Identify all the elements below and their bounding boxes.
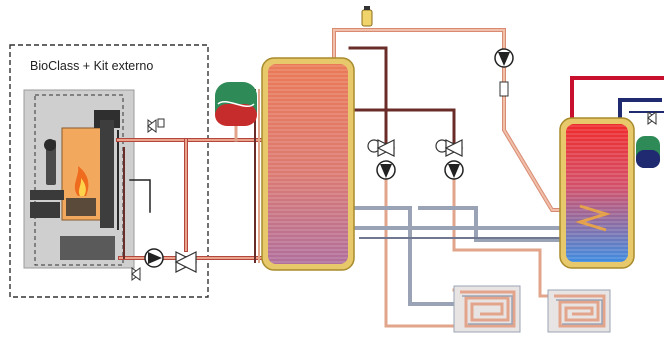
pump-mix-1 [376, 160, 396, 180]
coil [574, 204, 612, 232]
pump-boiler-loop [144, 248, 164, 268]
bypass-valve [174, 251, 198, 273]
buffer-tank [261, 57, 355, 271]
expansion-vessel-left [215, 82, 257, 126]
kit-label: BioClass + Kit externo [30, 59, 153, 73]
mixing-valve-2 [435, 139, 464, 157]
underfloor-panel-2 [547, 289, 611, 333]
pump-top-circuit [494, 48, 514, 97]
underfloor-panel-1 [453, 285, 521, 333]
mixing-valve-1 [367, 139, 396, 157]
kit-box: BioClass + Kit externo [9, 44, 209, 298]
boiler [23, 89, 135, 269]
expansion-vessel-right [636, 136, 660, 168]
safety-valve-icon [147, 118, 165, 133]
dhw-tank [559, 117, 635, 269]
dhw-sensor-icon [647, 111, 657, 125]
pump-mix-2 [444, 160, 464, 180]
air-vent-icon [361, 6, 373, 27]
drain-valve-icon [131, 267, 141, 281]
